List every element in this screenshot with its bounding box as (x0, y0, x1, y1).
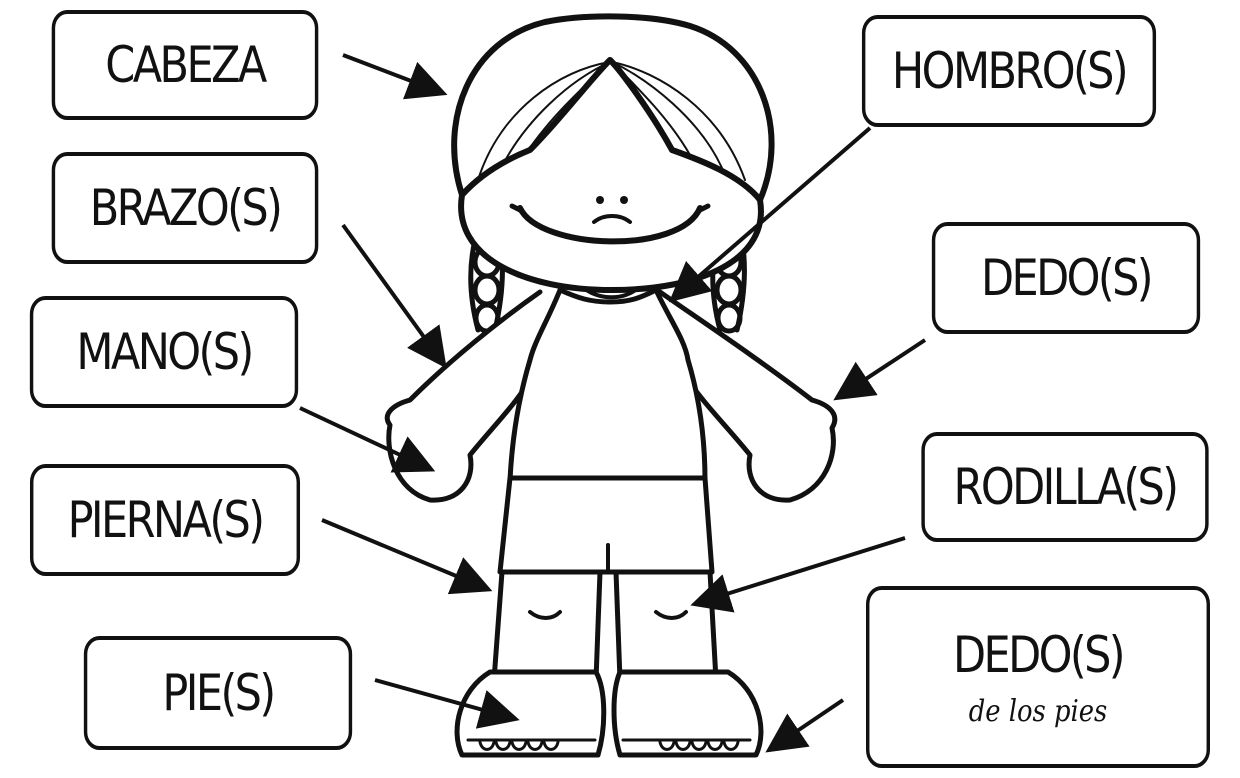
arrow-pies (374, 678, 520, 729)
label-dedos-mano: DEDO(S) (931, 222, 1201, 334)
label-brazos: BRAZO(S) (51, 152, 319, 264)
label-dedos-mano-text: DEDO(S) (980, 249, 1154, 307)
right-eye (620, 196, 628, 204)
arrow-dedos-mano (833, 338, 927, 401)
label-pies: PIE(S) (83, 636, 353, 750)
nose (592, 214, 632, 224)
label-piernas: PIERNA(S) (29, 464, 301, 576)
left-knee (528, 610, 562, 620)
smile (517, 205, 703, 245)
label-rodillas-text: RODILLA(S) (953, 458, 1179, 516)
arrow-piernas (321, 518, 493, 595)
label-dedos-pies-subtext: de los pies (968, 693, 1108, 729)
arrow-dedos-pies (765, 698, 845, 753)
label-manos-text: MANO(S) (76, 323, 254, 381)
label-hombros: HOMBRO(S) (861, 15, 1157, 127)
arrow-hombros (668, 126, 872, 303)
arrow-manos (299, 406, 436, 473)
left-eye (596, 196, 604, 204)
label-manos: MANO(S) (29, 296, 299, 408)
label-brazos-text: BRAZO(S) (89, 179, 283, 237)
label-piernas-text: PIERNA(S) (67, 491, 265, 549)
label-dedos-pies: DEDO(S) de los pies (866, 586, 1210, 768)
left-leg (491, 569, 603, 683)
face (458, 57, 764, 293)
right-leg (613, 569, 719, 683)
label-hombros-text: HOMBRO(S) (891, 42, 1129, 100)
right-arm (657, 289, 838, 503)
label-pies-text: PIE(S) (162, 664, 276, 722)
label-cabeza-text: CABEZA (105, 36, 267, 94)
right-foot (611, 669, 764, 758)
label-rodillas: RODILLA(S) (921, 432, 1209, 542)
label-cabeza: CABEZA (51, 10, 319, 120)
torso (507, 287, 708, 483)
right-knee (654, 610, 688, 620)
toes (466, 738, 752, 751)
label-dedos-pies-text: DEDO(S) (952, 625, 1126, 684)
arrow-rodillas (690, 536, 906, 613)
arrow-brazos (341, 223, 447, 369)
arrow-cabeza (342, 53, 448, 100)
